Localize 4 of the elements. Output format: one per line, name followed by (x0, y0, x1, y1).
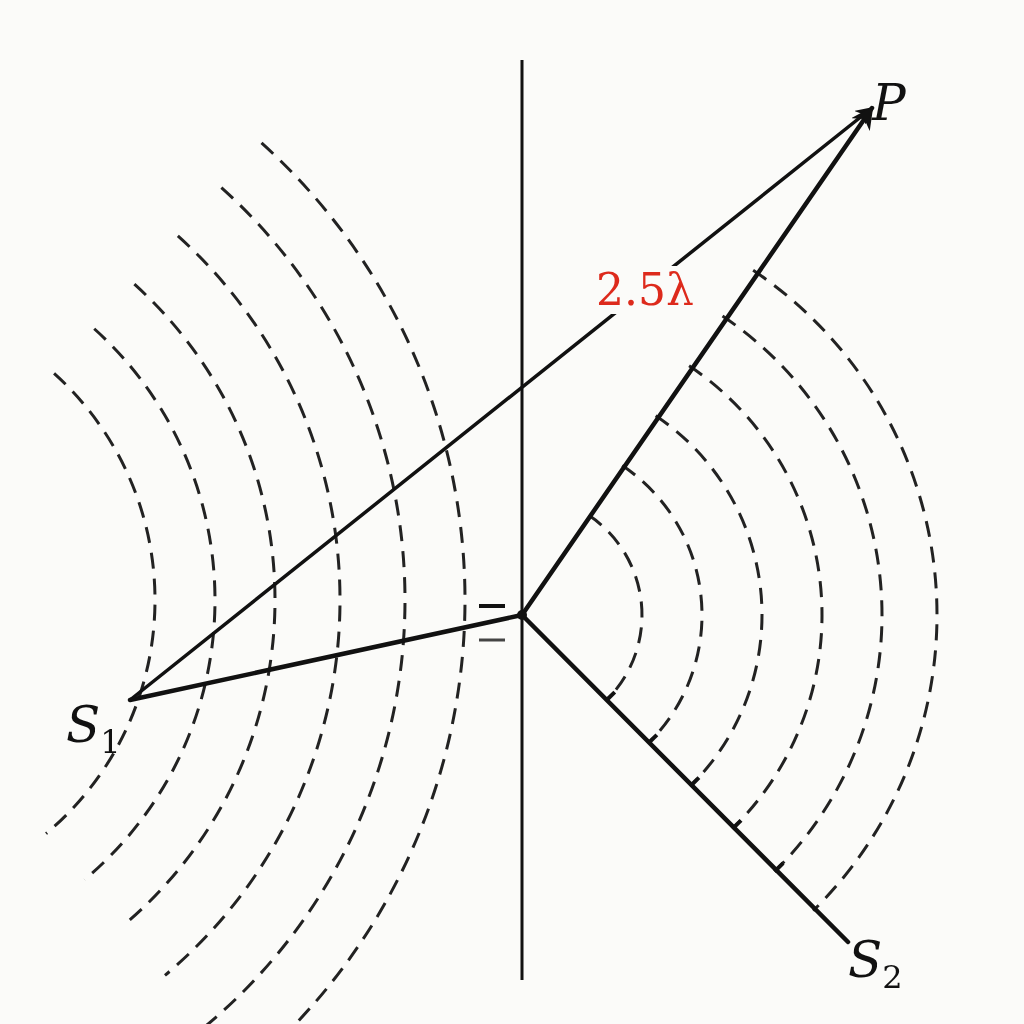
junction-point (517, 610, 527, 620)
source-label: S$_{1}$ (66, 700, 121, 758)
point-label: P (872, 78, 906, 128)
source-label: S$_{2}$ (848, 935, 903, 993)
